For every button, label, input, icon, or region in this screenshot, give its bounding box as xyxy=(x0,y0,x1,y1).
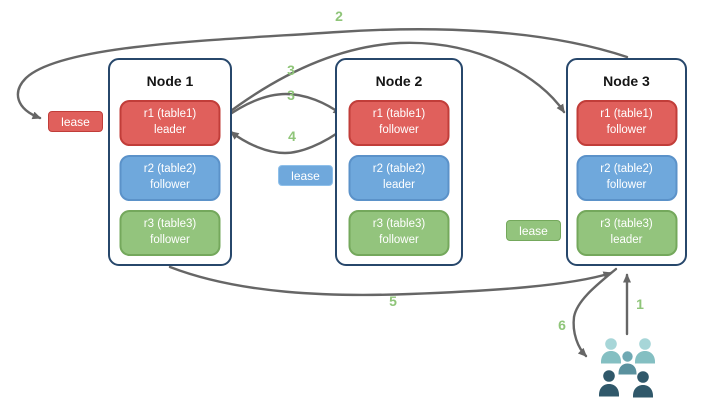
node-1-replica-r3: r3 (table3) follower xyxy=(119,210,221,256)
replica-role: follower xyxy=(379,234,419,246)
replica-role: leader xyxy=(610,234,643,246)
step-label-2: 2 xyxy=(335,8,343,24)
lease-tag-table2: lease xyxy=(278,165,333,186)
arrow-step6 xyxy=(572,267,618,358)
replica-name: r2 (table2) xyxy=(600,163,653,176)
arrow-step5 xyxy=(168,265,613,297)
replica-name: r2 (table2) xyxy=(372,163,426,176)
replica-role: leader xyxy=(383,179,415,191)
replica-role: follower xyxy=(606,179,647,191)
step-label-5: 5 xyxy=(389,293,397,309)
replica-name: r3 (table3) xyxy=(600,218,653,231)
step-label-6: 6 xyxy=(558,317,566,333)
lease-tag-table1: lease xyxy=(48,111,103,132)
node-3-replica-r1: r1 (table1) follower xyxy=(576,100,677,146)
node-2-title: Node 2 xyxy=(375,73,423,89)
node-3-replica-r2: r2 (table2) follower xyxy=(576,155,677,201)
arrow-step3-to-node2 xyxy=(221,92,343,121)
node-1-replica-r2: r2 (table2) follower xyxy=(119,155,221,201)
node-2-replica-r3: r3 (table3) follower xyxy=(348,210,450,256)
node-2-replica-r2: r2 (table2) leader xyxy=(348,155,450,201)
node-3-title: Node 3 xyxy=(603,73,650,89)
step-label-1: 1 xyxy=(636,296,644,312)
replica-name: r1 (table1) xyxy=(600,108,653,121)
replica-name: r2 (table2) xyxy=(143,163,197,176)
node-1-title: Node 1 xyxy=(146,73,194,89)
replica-role: leader xyxy=(154,124,186,136)
replica-role: follower xyxy=(606,124,647,136)
users-icon xyxy=(599,338,655,398)
replica-name: r1 (table1) xyxy=(372,108,426,121)
replica-role: follower xyxy=(150,179,190,191)
node-1: Node 1 r1 (table1) leader r2 (table2) fo… xyxy=(108,58,232,266)
step-label-3b: 3 xyxy=(287,87,295,103)
step-label-3a: 3 xyxy=(287,62,295,78)
step-label-4: 4 xyxy=(288,128,296,144)
replica-name: r3 (table3) xyxy=(372,218,426,231)
node-2-replica-r1: r1 (table1) follower xyxy=(348,100,450,146)
node-1-replica-r1: r1 (table1) leader xyxy=(119,100,221,146)
replica-name: r3 (table3) xyxy=(143,218,197,231)
replica-role: follower xyxy=(379,124,419,136)
node-3-replica-r3: r3 (table3) leader xyxy=(576,210,677,256)
replica-role: follower xyxy=(150,234,190,246)
node-2: Node 2 r1 (table1) follower r2 (table2) … xyxy=(335,58,463,266)
lease-tag-table3: lease xyxy=(506,220,561,241)
node-3: Node 3 r1 (table1) follower r2 (table2) … xyxy=(566,58,687,266)
replica-name: r1 (table1) xyxy=(143,108,197,121)
